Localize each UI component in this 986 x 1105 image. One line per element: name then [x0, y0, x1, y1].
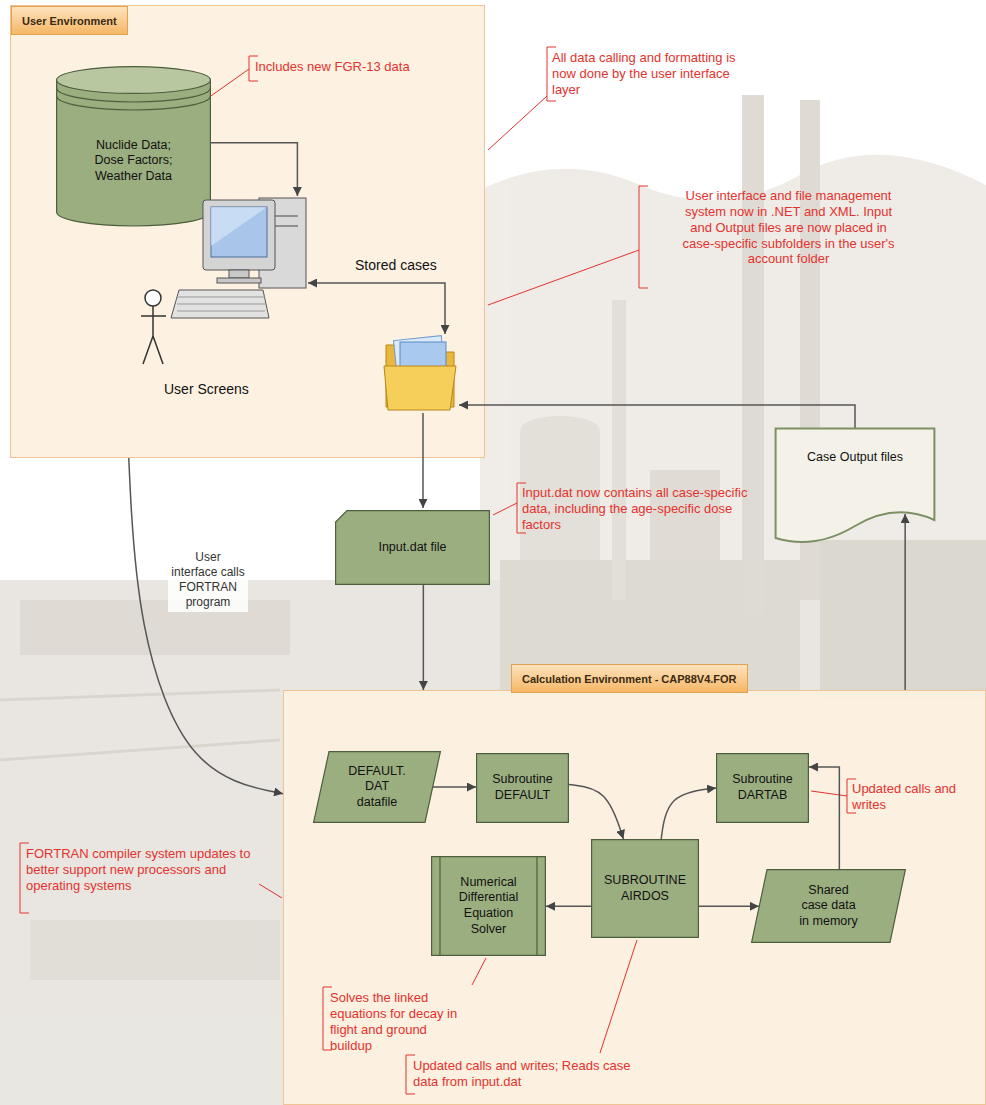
outline-path [336, 511, 490, 585]
callout-box: User interface and file management syste… [676, 188, 901, 267]
callout-box: Solves the linked equations for decay in… [330, 990, 470, 1053]
callout-box: All data calling and formatting is now d… [552, 50, 747, 98]
callout-box: FORTRAN compiler system updates to bette… [26, 846, 256, 894]
icon-part [177, 304, 265, 305]
callout-box: Includes new FGR-13 data [255, 59, 425, 75]
environment-panel: Nuclide Data; Dose Factors; Weather Data… [10, 5, 485, 458]
outline-path [432, 857, 546, 956]
connector [129, 458, 283, 794]
outline-path [440, 857, 537, 956]
node-label: Case Output files [807, 450, 903, 466]
edge-label-box: User interface calls FORTRAN program [168, 548, 248, 612]
outline-path [57, 80, 211, 226]
outline-path [314, 752, 441, 823]
icon-part [211, 207, 267, 257]
callout-box: Updated calls and writes [852, 781, 970, 813]
callout-note: Input.dat now contains all case-specific… [522, 485, 772, 533]
panel-tab: User Environment [11, 6, 128, 35]
icon-part [229, 270, 249, 278]
connector [423, 585, 425, 690]
panel-heading: Calculation Environment - CAP88V4.FOR [522, 673, 737, 685]
icon-part [203, 200, 275, 270]
node-label: Nuclide Data; Dose Factors; Weather Data [86, 138, 181, 185]
icon-part [177, 311, 265, 312]
callout-note: Includes new FGR-13 data [255, 59, 425, 75]
node-label: Subroutine DARTAB [722, 772, 803, 803]
callout-box: Input.dat now contains all case-specific… [522, 485, 772, 533]
callout-note: Updated calls and writes; Reads case dat… [413, 1058, 643, 1090]
outline-path [752, 870, 906, 943]
icon-part [171, 290, 269, 318]
output-document: Case Output files [775, 428, 935, 540]
subroutine-box: Subroutine DARTAB [716, 753, 809, 823]
connector [904, 514, 906, 690]
node-label: Subroutine DEFAULT [482, 772, 563, 803]
output-to-folder-line [459, 405, 855, 428]
subroutine-box: Subroutine DEFAULT [476, 753, 569, 823]
outline-path [477, 754, 569, 823]
flow-label: Stored cases [355, 257, 455, 274]
database-cylinder: Nuclide Data; Dose Factors; Weather Data [56, 66, 211, 226]
callout-note: All data calling and formatting is now d… [552, 50, 747, 98]
icon-part [217, 278, 261, 283]
data-file: Input.dat file [335, 510, 490, 585]
callout-note: Updated calls and writes [852, 781, 970, 813]
node-outline [775, 428, 935, 540]
datafile-parallelogram: DEFAULT. DAT datafile [313, 751, 441, 823]
subroutine-box: SUBROUTINE AIRDOS [591, 839, 699, 938]
icon-part [152, 306, 154, 336]
outline-path [717, 754, 809, 823]
user-workstation: User Screens [141, 196, 311, 401]
node-label: DEFAULT. DAT datafile [344, 764, 410, 811]
outline-path [776, 429, 935, 542]
outline-path [57, 67, 211, 94]
callout-box: Stored cases [355, 257, 455, 274]
outline-path [592, 840, 699, 938]
icon-part [177, 297, 265, 298]
node-label: Numerical Differential Equation Solver [447, 875, 530, 938]
callout-note: User interface and file management syste… [676, 188, 901, 267]
icon-part [145, 290, 161, 306]
node-label: Shared case data in memory [796, 883, 861, 930]
environment-panel: DEFAULT. DAT datafile Subroutine DEFAULT S… [283, 690, 986, 1105]
shared-data-parallelogram: Shared case data in memory [751, 869, 906, 943]
outline-path [57, 96, 211, 110]
icon-part [141, 315, 166, 317]
panel-tab: Calculation Environment - CAP88V4.FOR [511, 664, 748, 693]
callout-note: Solves the linked equations for decay in… [330, 990, 470, 1053]
predefined-process: Numerical Differential Equation Solver [431, 856, 546, 956]
edge-label: User interface calls FORTRAN program [168, 548, 248, 612]
callout-note: FORTRAN compiler system updates to bette… [26, 846, 256, 894]
callout-box: Updated calls and writes; Reads case dat… [413, 1058, 643, 1090]
node-label: User Screens [164, 381, 249, 399]
icon-part [143, 336, 153, 364]
node-label: Input.dat file [378, 540, 446, 556]
outline-path [57, 88, 211, 102]
node-label: SUBROUTINE AIRDOS [597, 873, 693, 904]
icon-part [153, 336, 163, 364]
node-outline [141, 196, 311, 401]
icon-part [211, 207, 267, 246]
panel-heading: User Environment [22, 15, 117, 27]
